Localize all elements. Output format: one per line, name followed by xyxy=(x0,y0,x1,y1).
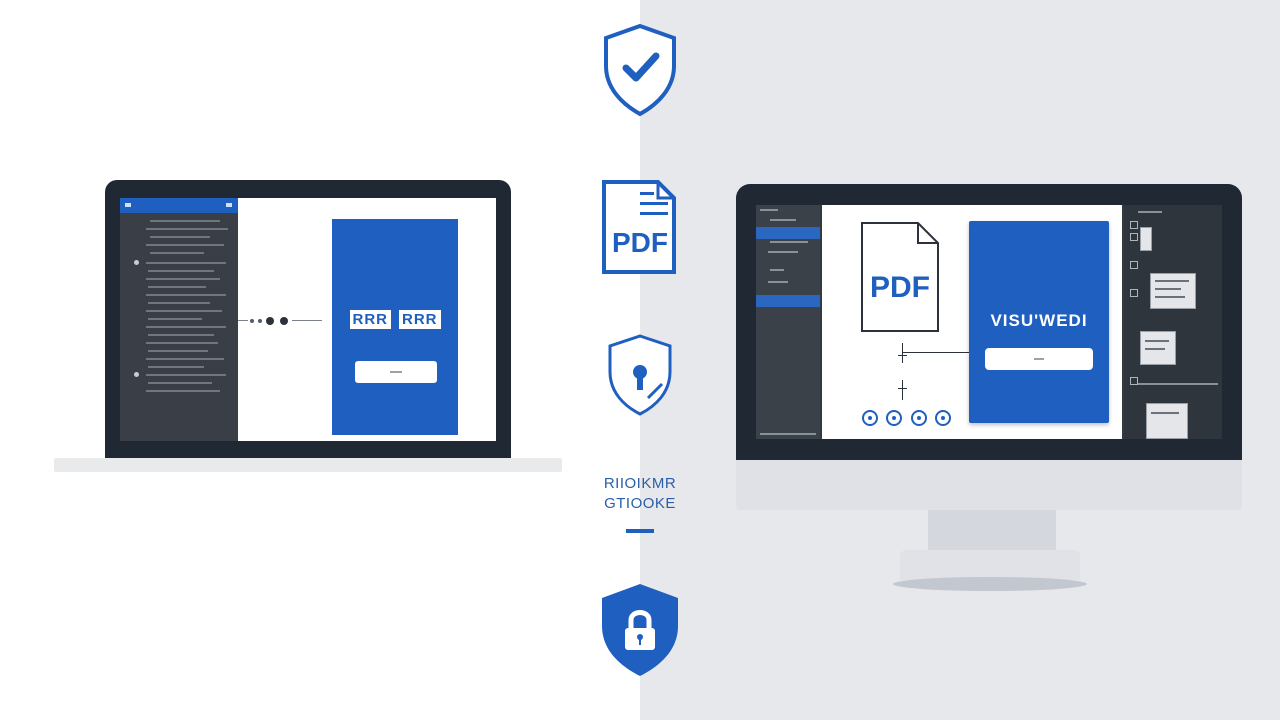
sidebar-item-selected[interactable] xyxy=(756,295,820,307)
panel-title xyxy=(1138,211,1162,213)
page-thumbnail[interactable] xyxy=(1140,227,1152,251)
center-caption-line1: RIIOIKMR xyxy=(603,475,677,492)
sidebar-item-selected[interactable] xyxy=(756,227,820,239)
list-item xyxy=(770,219,796,221)
thumbnail-line xyxy=(1155,296,1185,298)
list-item xyxy=(148,382,212,384)
list-item xyxy=(146,262,226,264)
list-item xyxy=(770,269,784,271)
bullet-icon xyxy=(134,260,139,265)
button-label-placeholder xyxy=(1034,358,1044,360)
status-line xyxy=(760,433,816,435)
bullet-icon xyxy=(134,372,139,377)
thumbnail-icon[interactable] xyxy=(1130,377,1138,385)
flow-tick xyxy=(898,388,907,389)
laptop-sidebar xyxy=(120,198,238,441)
monitor-screen: PDF VISU'WEDI xyxy=(756,205,1222,439)
monitor-stand-foot xyxy=(893,577,1087,591)
step-dot xyxy=(258,319,262,323)
monitor-main-area: PDF VISU'WEDI xyxy=(822,205,1122,439)
list-item xyxy=(146,390,220,392)
list-item xyxy=(768,251,798,253)
thumbnail-line xyxy=(1151,412,1179,414)
monitor-card-text: VISU'WEDI xyxy=(990,311,1088,330)
list-item xyxy=(770,241,808,243)
monitor-stand-neck xyxy=(928,510,1056,550)
list-item xyxy=(148,270,214,272)
panel-divider xyxy=(1138,383,1218,385)
step-indicator[interactable] xyxy=(935,410,951,426)
laptop-sidebar-header xyxy=(120,198,238,213)
laptop-base xyxy=(54,458,562,472)
list-item xyxy=(146,358,224,360)
thumbnail-line xyxy=(1155,288,1181,290)
flow-line xyxy=(902,352,969,353)
list-item xyxy=(146,310,222,312)
thumbnail-line xyxy=(1145,340,1169,342)
thumbnail-line xyxy=(1155,280,1189,282)
flow-line xyxy=(902,380,903,400)
list-item xyxy=(146,228,228,230)
shield-lock-icon xyxy=(602,584,678,676)
list-item xyxy=(148,350,208,352)
list-item xyxy=(760,209,778,211)
list-item xyxy=(146,278,220,280)
step-dot xyxy=(250,319,254,323)
monitor-sidebar xyxy=(756,205,820,439)
pdf-file-icon xyxy=(861,222,939,332)
menu-icon xyxy=(125,203,131,207)
svg-text:PDF: PDF xyxy=(612,227,668,258)
list-item xyxy=(148,286,206,288)
monitor-chin xyxy=(736,460,1242,510)
thumbnail-icon[interactable] xyxy=(1130,261,1138,269)
list-item xyxy=(150,236,210,238)
step-indicator[interactable] xyxy=(886,410,902,426)
laptop-card-button[interactable] xyxy=(355,361,437,383)
list-item xyxy=(146,342,218,344)
flow-line xyxy=(902,343,903,363)
connector-line xyxy=(292,320,322,321)
list-item xyxy=(148,366,204,368)
list-item xyxy=(148,318,202,320)
connector-line xyxy=(238,320,248,321)
monitor-thumbnail-panel xyxy=(1124,205,1222,439)
thumbnail-icon[interactable] xyxy=(1130,221,1138,229)
list-item xyxy=(768,281,788,283)
page-thumbnail[interactable] xyxy=(1150,273,1196,309)
pdf-label: PDF xyxy=(870,271,930,304)
flow-tick xyxy=(898,355,907,356)
step-dot xyxy=(280,317,288,325)
step-dot xyxy=(266,317,274,325)
window-icon xyxy=(226,203,232,207)
thumbnail-icon[interactable] xyxy=(1130,233,1138,241)
shield-check-icon xyxy=(604,23,676,117)
thumbnail-line xyxy=(1145,348,1165,350)
page-thumbnail[interactable] xyxy=(1140,331,1176,365)
pdf-document-icon: PDF xyxy=(602,180,676,274)
list-item xyxy=(148,302,210,304)
list-item xyxy=(146,244,224,246)
monitor-card-button[interactable] xyxy=(985,348,1093,370)
list-item xyxy=(146,374,226,376)
step-indicator[interactable] xyxy=(911,410,927,426)
button-label-placeholder xyxy=(390,371,402,373)
center-divider xyxy=(626,529,654,533)
thumbnail-icon[interactable] xyxy=(1130,289,1138,297)
list-item xyxy=(146,294,226,296)
list-item xyxy=(148,334,214,336)
shield-key-icon xyxy=(608,334,672,416)
page-thumbnail[interactable] xyxy=(1146,403,1188,439)
monitor-stand-base xyxy=(900,550,1080,580)
monitor-login-card: VISU'WEDI xyxy=(969,221,1109,423)
list-item xyxy=(146,326,226,328)
step-indicator[interactable] xyxy=(862,410,878,426)
list-item xyxy=(150,220,220,222)
list-item xyxy=(150,252,204,254)
center-caption-line2: GTIOOKE xyxy=(604,495,676,512)
